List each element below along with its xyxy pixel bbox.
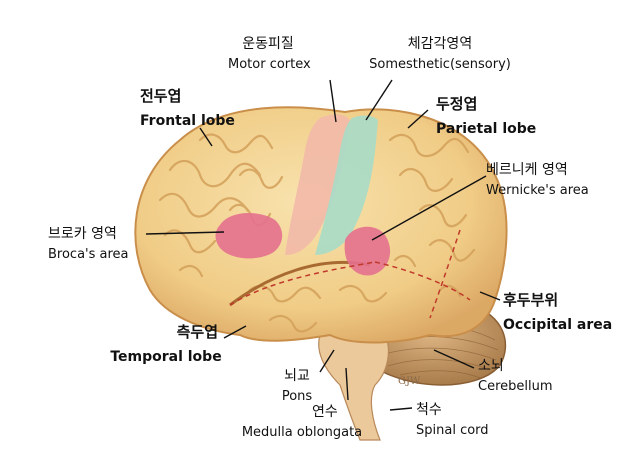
occipital-label: 후두부위 Occipital area [503, 291, 613, 334]
frontal-lobe-label: 전두엽 Frontal lobe [140, 87, 235, 130]
parietal-lobe-label: 두정엽 Parietal lobe [436, 95, 537, 138]
broca-ko: 브로카 영역 [48, 226, 117, 242]
spinal-cord-en: Spinal cord [416, 423, 489, 439]
frontal-lobe-ko: 전두엽 [140, 87, 182, 105]
somesthetic-en: Somesthetic(sensory) [369, 57, 511, 73]
lobe-boundaries [229, 229, 471, 319]
somesthetic-label: 체감각영역 Somesthetic(sensory) [355, 36, 525, 73]
broca-en: Broca's area [48, 247, 129, 263]
leader-lines [145, 79, 501, 411]
pons-label: 뇌교 Pons [272, 368, 322, 405]
parietal-lobe-ko: 두정엽 [436, 95, 478, 113]
occipital-en: Occipital area [503, 317, 613, 334]
pons-en: Pons [281, 389, 313, 405]
motor-cortex-en: Motor cortex [228, 57, 311, 73]
gyri-pattern [158, 133, 476, 333]
cerebellum-ko: 소뇌 [478, 358, 504, 374]
medulla-ko: 연수 [312, 404, 338, 420]
medulla-en: Medulla oblongata [241, 425, 363, 441]
broca-label: 브로카 영역 Broca's area [48, 226, 129, 263]
frontal-lobe-en: Frontal lobe [140, 113, 235, 130]
occipital-ko: 후두부위 [503, 291, 559, 309]
pons-ko: 뇌교 [284, 368, 310, 384]
broca-area-region [215, 213, 283, 259]
spinal-cord-label: 척수 Spinal cord [416, 402, 489, 439]
wernicke-en: Wernicke's area [486, 183, 589, 199]
artist-signature: GJW [398, 376, 421, 387]
somesthetic-ko: 체감각영역 [407, 36, 473, 52]
motor-cortex-label: 운동피질 Motor cortex [228, 36, 311, 73]
medulla-label: 연수 Medulla oblongata [232, 404, 372, 441]
cerebellum-en: Cerebellum [478, 379, 553, 395]
sensory-cortex-region [315, 115, 378, 255]
temporal-lobe-ko: 측두엽 [176, 323, 218, 341]
cerebellum-label: 소뇌 Cerebellum [478, 358, 553, 395]
wernicke-ko: 베르니케 영역 [486, 162, 568, 178]
parietal-lobe-en: Parietal lobe [436, 121, 537, 138]
temporal-lobe-en: Temporal lobe [110, 349, 222, 366]
spinal-cord-ko: 척수 [416, 402, 442, 418]
motor-cortex-region [285, 114, 350, 255]
motor-cortex-ko: 운동피질 [242, 36, 294, 52]
temporal-lobe-label: 측두엽 Temporal lobe [106, 323, 226, 366]
wernicke-label: 베르니케 영역 Wernicke's area [486, 162, 589, 199]
